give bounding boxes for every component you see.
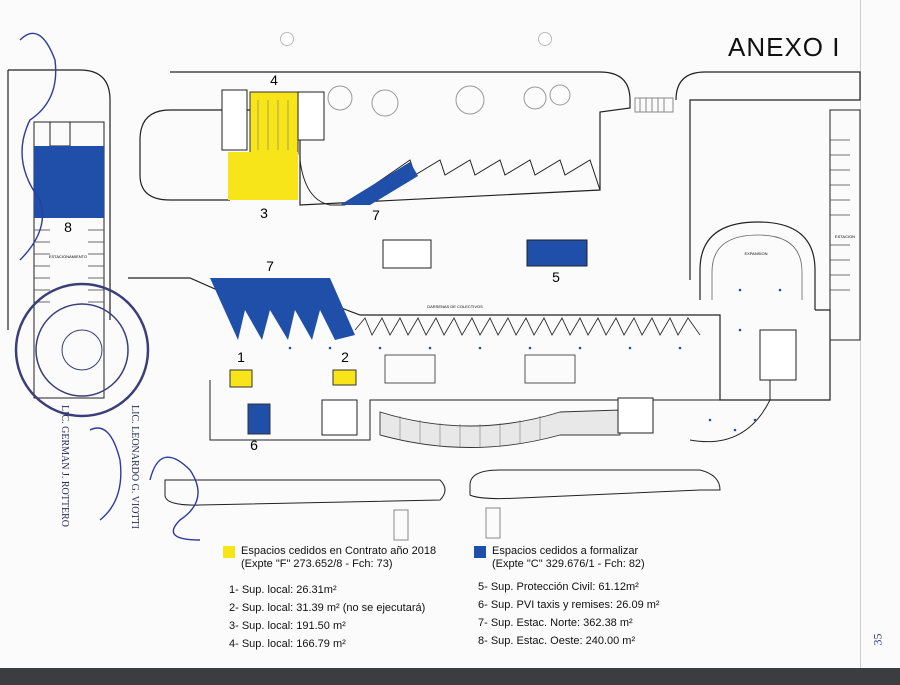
building-small-a [382, 239, 432, 269]
bus-zigzag [354, 317, 701, 337]
bus-platforms-tag: DARSENAS DE COLECTIVOS [427, 304, 483, 309]
area-7-west-fill [210, 278, 355, 340]
area-5-fill [526, 239, 588, 267]
parking-tag: ESTACIONAMIENTO [49, 254, 87, 259]
blue-swatch [474, 546, 486, 558]
label-area-5: 5 [552, 269, 560, 285]
east-parking-stalls [830, 139, 850, 291]
north-island-lower [299, 159, 345, 206]
list-item: 2- Sup. local: 31.39 m² (no se ejecutará… [229, 602, 426, 614]
annex-title: ANEXO I [728, 32, 841, 62]
service-core [759, 329, 797, 381]
label-area-2: 2 [341, 349, 349, 365]
legend-blue-line2: (Expte "C" 329.676/1 - Fch: 82) [492, 558, 645, 570]
east-parking [829, 109, 861, 341]
scanned-page: ANEXO I 4 3 7 [7, 0, 885, 668]
punch-hole [280, 32, 294, 46]
legend-blue-line1: Espacios cedidos a formalizar [492, 545, 639, 557]
area-1-fill [229, 369, 253, 388]
north-zigzag [344, 159, 601, 206]
building-4-right [297, 91, 325, 141]
interior-block [384, 354, 436, 384]
items-left-list: 1- Sup. local: 26.31m² 2- Sup. local: 31… [229, 581, 425, 653]
list-item: 4- Sup. local: 166.79 m² [229, 638, 346, 650]
list-item: 6- Sup. PVI taxis y remises: 26.09 m² [478, 599, 660, 611]
legend-yellow-line1: Espacios cedidos en Contrato año 2018 [241, 545, 437, 557]
list-item: 5- Sup. Protección Civil: 61.12m² [478, 581, 639, 593]
legend-blue: Espacios cedidos a formalizar (Expte "C"… [474, 545, 645, 571]
label-area-8: 8 [64, 219, 72, 235]
viewer-bottom-bar [0, 668, 900, 685]
label-area-6: 6 [250, 437, 258, 453]
west-parking-head [49, 121, 71, 147]
west-parking-stalls [34, 229, 104, 303]
area-2-fill [332, 369, 357, 386]
service-core [617, 397, 654, 434]
top-stairs [634, 97, 674, 113]
list-item: 8- Sup. Estac. Oeste: 240.00 m² [478, 635, 636, 647]
area-7-north-fill [340, 162, 418, 205]
area-8-fill [34, 146, 104, 218]
east-outline [675, 71, 861, 280]
yellow-swatch [223, 546, 235, 558]
trees [327, 84, 571, 117]
label-area-7-north: 7 [372, 207, 380, 223]
expansion-rotunda [699, 221, 816, 310]
area-3-fill [228, 152, 298, 200]
area-4-fill [249, 91, 299, 155]
label-area-3: 3 [260, 205, 268, 221]
north-island-outline [139, 71, 631, 206]
signatory-2: LIC. LEONARDO G. VIOTTI [129, 405, 140, 529]
east-curve [689, 380, 771, 443]
site-plan: 4 3 7 8 ESTACIONAMIENTO [7, 32, 861, 541]
municipal-seal [14, 282, 150, 418]
list-item: 3- Sup. local: 191.50 m² [229, 620, 346, 632]
column-dots [288, 288, 782, 432]
area-6-fill [247, 403, 271, 435]
page-mark: 35 [870, 633, 885, 646]
south-stairs [393, 507, 501, 541]
label-area-4: 4 [270, 72, 278, 88]
signatory-1: LIC. GERMAN J. ROTTERO [59, 405, 70, 527]
expansion-tag: EXPANSION [744, 251, 767, 256]
south-island-left [164, 479, 446, 506]
west-strip-outline [7, 69, 111, 330]
legend-yellow-line2: (Expte "F" 273.652/8 - Fch: 73) [241, 558, 393, 570]
area-4-detail [257, 100, 289, 150]
estac-right-tag: ESTACION [835, 234, 855, 239]
label-area-1: 1 [237, 349, 245, 365]
list-item: 1- Sup. local: 26.31m² [229, 584, 337, 596]
list-item: 7- Sup. Estac. Norte: 362.38 m² [478, 617, 633, 629]
concourse-ribs [399, 416, 541, 448]
label-area-7-west: 7 [266, 258, 274, 274]
legend-yellow: Espacios cedidos en Contrato año 2018 (E… [223, 545, 436, 571]
service-core [321, 399, 358, 436]
interior-block [524, 354, 576, 384]
south-island-right [469, 469, 721, 500]
items-right-list: 5- Sup. Protección Civil: 61.12m² 6- Sup… [478, 578, 660, 650]
expansion-inner [711, 234, 803, 300]
terminal-bottom [209, 380, 830, 441]
building-4-left [221, 89, 248, 151]
signatures [19, 32, 201, 541]
punch-hole [538, 32, 552, 46]
